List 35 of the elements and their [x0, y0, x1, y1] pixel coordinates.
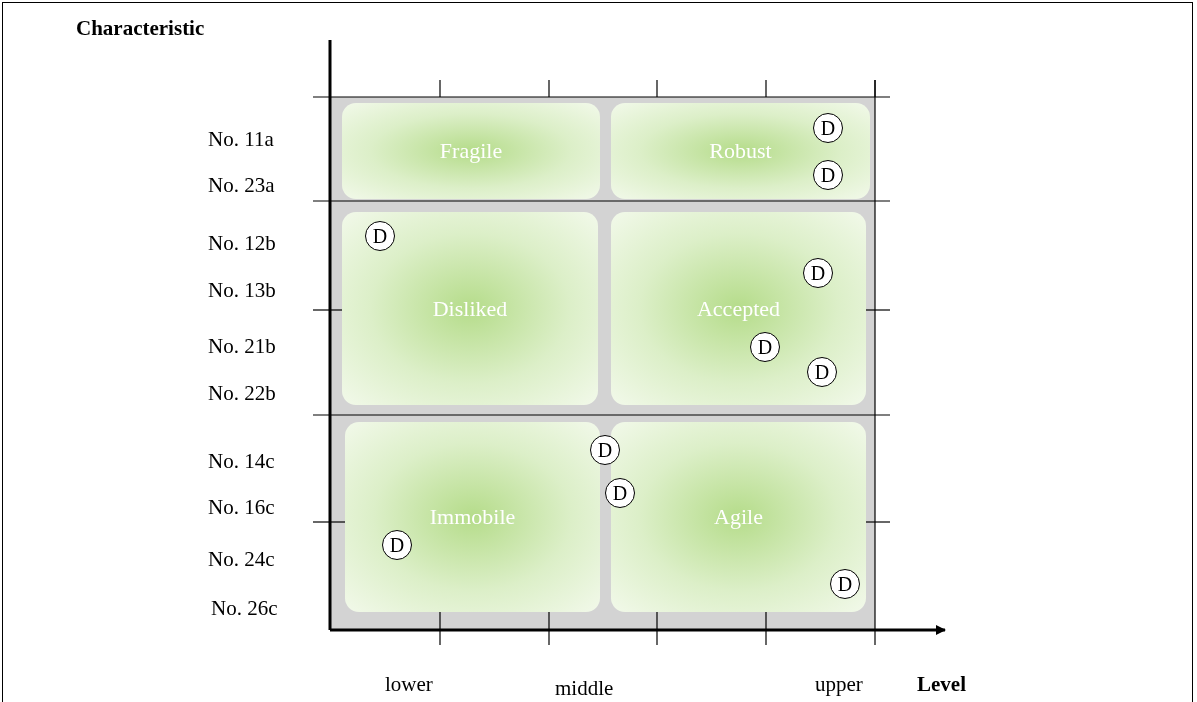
circle-marker: D — [365, 221, 395, 251]
quadrant-box — [345, 422, 600, 612]
quadrant-label: Robust — [708, 138, 773, 164]
row-label: No. 14c — [208, 449, 275, 474]
circle-marker: D — [382, 530, 412, 560]
tick-label: middle — [555, 676, 614, 701]
quadrant-box — [342, 212, 598, 405]
quadrant-box — [611, 422, 866, 612]
row-label: No. 23a — [208, 173, 275, 198]
tick-label: lower — [385, 672, 433, 697]
circle-marker: D — [813, 113, 843, 143]
quadrant-box — [611, 103, 870, 199]
row-label: No. 26c — [211, 596, 278, 621]
quadrant-label: Fragile — [438, 138, 504, 164]
tick-label: upper — [815, 672, 863, 697]
row-label: No. 24c — [208, 547, 275, 572]
row-label: No. 21b — [208, 334, 276, 359]
row-label: No. 22b — [208, 381, 276, 406]
quadrant-label: Accepted — [695, 295, 782, 322]
circle-marker: D — [803, 258, 833, 288]
circle-marker: D — [807, 357, 837, 387]
quadrant-label: Disliked — [431, 295, 509, 322]
row-label: No. 12b — [208, 231, 276, 256]
row-label: No. 16c — [208, 495, 275, 520]
circle-marker: D — [750, 332, 780, 362]
y-axis-title: Characteristic — [76, 16, 205, 41]
quadrant-label: Agile — [713, 504, 764, 530]
row-label: No. 13b — [208, 278, 276, 303]
quadrant-box — [342, 103, 600, 199]
x-axis-title: Level — [917, 672, 966, 697]
circle-marker: D — [830, 569, 860, 599]
quadrant-box — [611, 212, 866, 405]
quadrant-label: Immobile — [428, 504, 517, 530]
circle-marker: D — [813, 160, 843, 190]
row-label: No. 11a — [208, 127, 274, 152]
